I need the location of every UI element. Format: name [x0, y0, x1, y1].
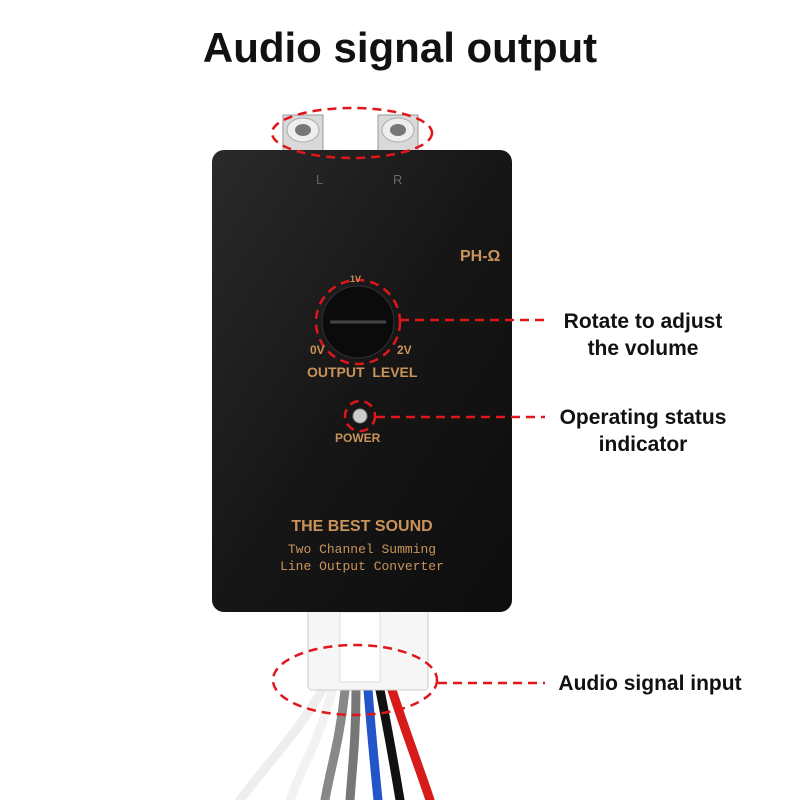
knob-max-label: 2V [397, 343, 412, 357]
knob-label: OUTPUT LEVEL [307, 364, 418, 380]
rca-jack-right [377, 114, 419, 156]
knob-mid-label: 1V [350, 274, 362, 284]
desc-line-1: Two Channel Summing [287, 542, 437, 557]
knob-min-label: 0V [310, 343, 325, 357]
input-annotation: Audio signal input [558, 672, 742, 695]
model-label: PH-Ω [460, 248, 501, 265]
status-annotation-line2: indicator [598, 433, 688, 456]
jack-label-left: L [316, 172, 324, 187]
page-title: Audio signal output [202, 24, 598, 71]
status-annotation-line1: Operating status [559, 406, 727, 429]
jack-label-right: R [393, 172, 403, 187]
power-label: POWER [335, 431, 381, 445]
rca-jack-left [282, 114, 324, 156]
volume-annotation: Rotate to adjust the volume [548, 308, 738, 362]
wires [235, 685, 435, 800]
device-body [212, 150, 512, 612]
desc-line-2: Line Output Converter [280, 559, 444, 574]
volume-annotation-line2: the volume [587, 337, 699, 360]
brand-line: THE BEST SOUND [291, 518, 433, 535]
callouts [270, 106, 545, 717]
status-annotation: Operating status indicator [548, 404, 738, 458]
power-led [352, 408, 368, 424]
volume-annotation-line1: Rotate to adjust [563, 310, 723, 333]
